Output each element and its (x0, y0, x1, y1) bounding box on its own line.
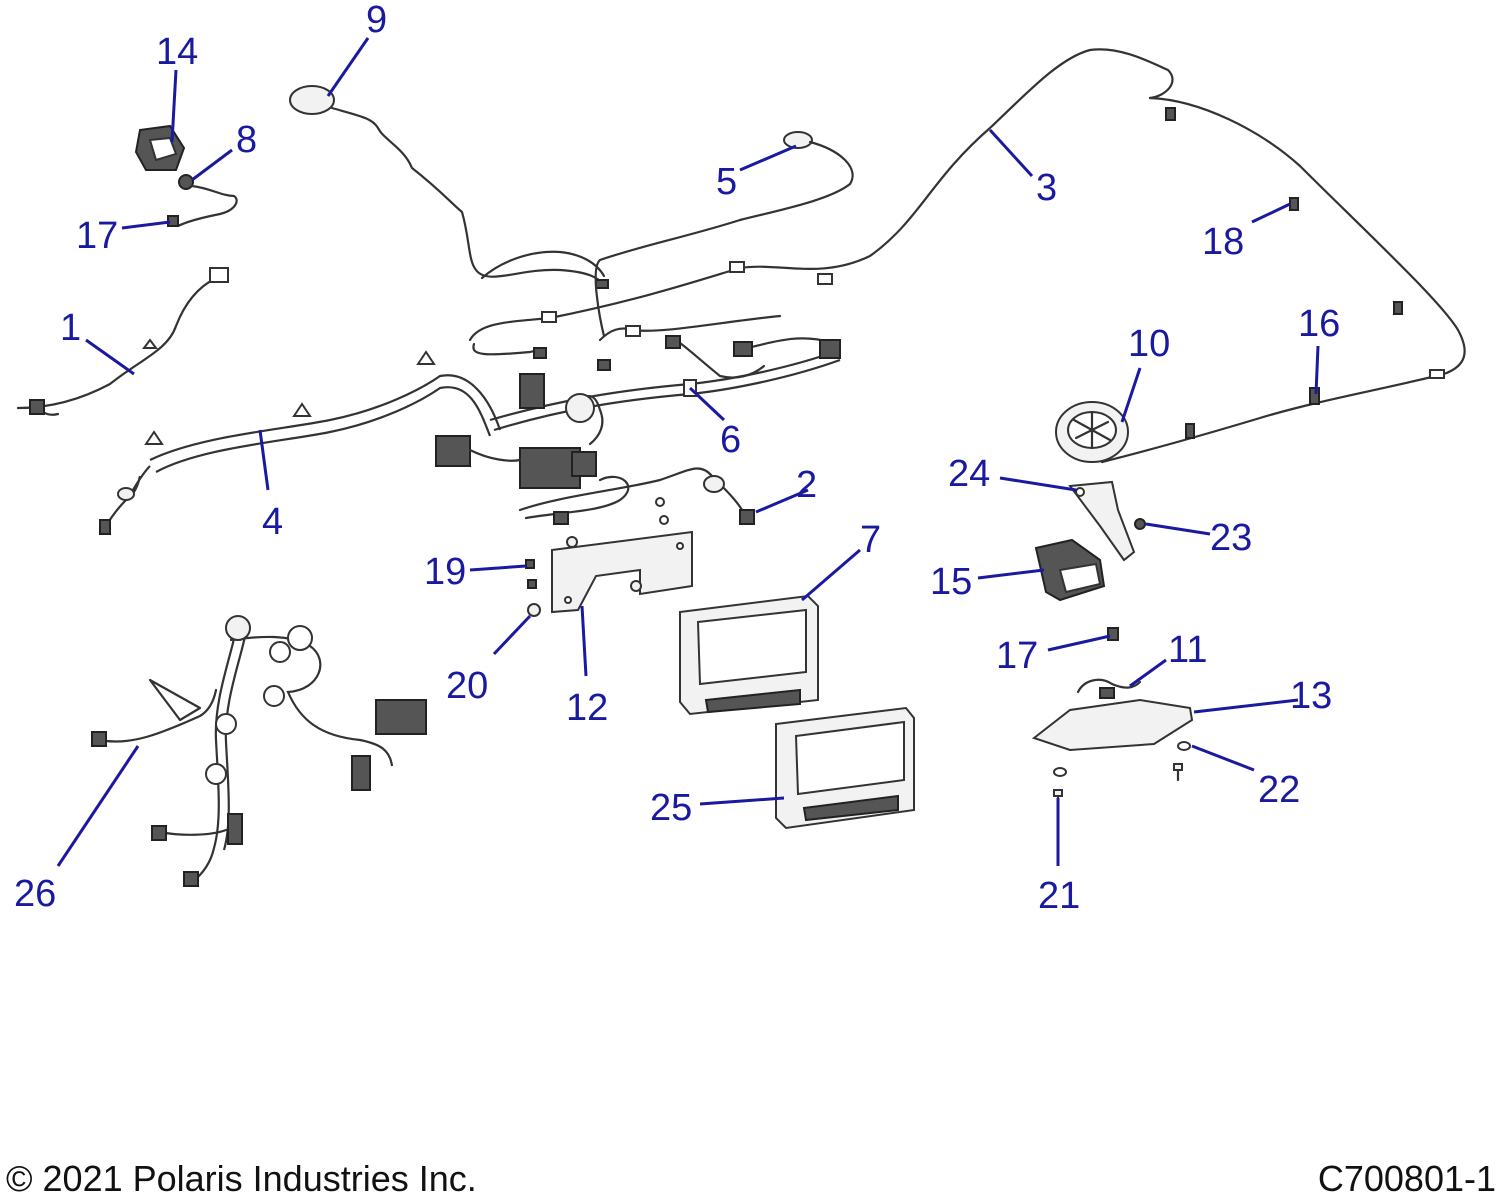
part-5-harness (594, 131, 854, 371)
callout-23: 23 (1210, 517, 1252, 559)
callout-22: 22 (1258, 769, 1300, 811)
part-16-clip (1309, 387, 1320, 405)
part-18-clip (1289, 197, 1299, 211)
leader-lines (56, 37, 1320, 867)
part-21-bolt (1053, 767, 1067, 810)
part-10-speaker (1055, 401, 1129, 463)
part-23-nut (1134, 518, 1146, 530)
part-4-harness (99, 350, 502, 535)
part-17b-clip (1107, 627, 1119, 641)
callout-18: 18 (1202, 221, 1244, 263)
part-13-bracket (1031, 698, 1194, 752)
part-7-display (679, 594, 819, 716)
part-24-bracket (1068, 480, 1136, 562)
callout-14: 14 (156, 31, 198, 73)
callout-19: 19 (424, 551, 466, 593)
callout-24: 24 (948, 453, 990, 495)
callout-10: 10 (1128, 323, 1170, 365)
part-26-harness (91, 615, 427, 887)
part-22-washer (1173, 741, 1191, 782)
callout-labels: 1 2 3 4 5 6 7 8 9 10 11 12 13 14 15 16 1… (14, 0, 1340, 917)
part-12-bracket (551, 530, 693, 614)
callout-15: 15 (930, 561, 972, 603)
callout-3: 3 (1036, 167, 1057, 209)
part-6-harness (435, 335, 841, 489)
part-1-harness (16, 267, 229, 416)
callout-17-top: 17 (76, 215, 118, 257)
callout-16: 16 (1298, 303, 1340, 345)
callout-2: 2 (796, 464, 817, 506)
part-15-housing (1034, 538, 1106, 602)
callout-17-right: 17 (996, 635, 1038, 677)
part-11-harness (1076, 678, 1142, 699)
part-19-screw (525, 559, 537, 589)
callout-25: 25 (650, 787, 692, 829)
callout-6: 6 (720, 419, 741, 461)
part-20-nut (527, 536, 642, 617)
part-25-display (775, 706, 915, 830)
callout-5: 5 (716, 161, 737, 203)
callout-1: 1 (60, 307, 81, 349)
callout-12: 12 (566, 687, 608, 729)
callout-9: 9 (366, 0, 387, 41)
part-8-harness (176, 174, 238, 228)
part-2-harness (518, 467, 755, 525)
callout-8: 8 (236, 119, 257, 161)
callout-11: 11 (1168, 629, 1207, 671)
callout-26: 26 (14, 873, 56, 915)
callout-7: 7 (860, 519, 881, 561)
callout-21: 21 (1038, 875, 1080, 917)
callout-20: 20 (446, 665, 488, 707)
part-14-bracket (134, 124, 186, 171)
figure-code: C700801-1 (1317, 1158, 1496, 1199)
callout-4: 4 (262, 501, 283, 543)
callout-13: 13 (1290, 675, 1332, 717)
part-9-harness (289, 85, 609, 289)
copyright-notice: © 2021 Polaris Industries Inc. (6, 1158, 477, 1199)
